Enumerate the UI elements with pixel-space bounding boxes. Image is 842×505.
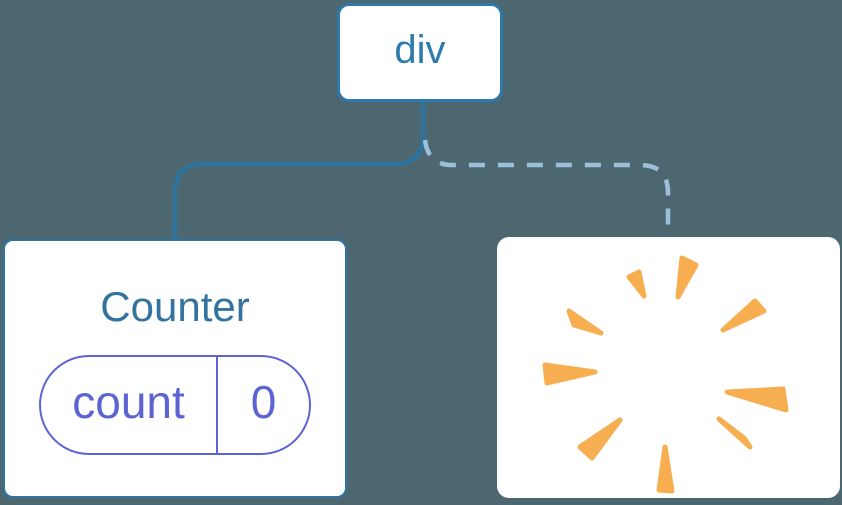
state-pill: count 0 — [39, 355, 311, 455]
state-value-label: 0 — [250, 376, 277, 428]
poof-ray — [577, 417, 623, 461]
poof-ray — [724, 386, 789, 413]
poof-ray — [720, 298, 767, 333]
edge-div-to-removed — [422, 139, 671, 239]
poof-ray — [542, 362, 598, 386]
tree-node-counter: Counter count 0 — [3, 239, 347, 498]
state-name-cell: count — [41, 357, 218, 453]
tree-node-div-label: div — [394, 28, 446, 72]
edge-div-to-counter — [173, 100, 425, 241]
tree-node-removed — [497, 237, 840, 498]
counter-node-title: Counter — [100, 283, 250, 330]
poof-ray — [716, 416, 753, 450]
poof-icon — [542, 255, 789, 494]
poof-ray — [566, 308, 604, 336]
poof-ray — [626, 269, 647, 299]
tree-node-div: div — [337, 3, 503, 102]
state-value-cell: 0 — [218, 357, 309, 453]
poof-ray — [656, 444, 675, 494]
state-name-label: count — [72, 376, 185, 428]
poof-ray — [675, 255, 699, 300]
